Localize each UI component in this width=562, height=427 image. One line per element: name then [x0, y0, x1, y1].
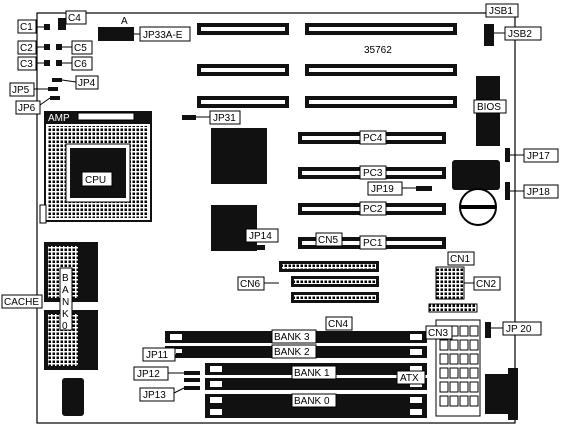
label-pc2: PC2: [359, 201, 387, 216]
svg-text:JP33A-E: JP33A-E: [143, 30, 183, 41]
chipset-north: [211, 128, 267, 184]
label-jp33-a: A: [121, 16, 128, 27]
label-bank0: BANK 0: [291, 393, 337, 408]
svg-text:BANK 1: BANK 1: [294, 368, 330, 379]
label-jp5: JP5: [9, 82, 48, 97]
svg-text:C4: C4: [68, 13, 81, 24]
label-jp33: JP33A-E: [134, 26, 191, 42]
label-bank2: BANK 2: [271, 344, 317, 359]
label-jp19: JP19: [367, 181, 416, 196]
svg-text:BANK 0: BANK 0: [294, 396, 330, 407]
label-pc3: PC3: [359, 165, 387, 180]
svg-text:A: A: [62, 285, 69, 296]
svg-text:B: B: [62, 273, 69, 284]
label-jp20: JP 20: [491, 321, 542, 336]
svg-text:CN1: CN1: [450, 254, 470, 265]
svg-text:BANK 2: BANK 2: [274, 347, 310, 358]
svg-text:JP14: JP14: [249, 231, 272, 242]
label-amp: AMP: [48, 113, 70, 124]
label-jp12: JP12: [133, 366, 184, 381]
svg-text:CN6: CN6: [240, 279, 260, 290]
label-jp18: JP18: [510, 184, 559, 199]
label-jp4: JP4: [61, 75, 99, 90]
svg-text:JP11: JP11: [146, 350, 168, 361]
svg-text:JP5: JP5: [12, 85, 30, 96]
label-jsb1: JSB1: [485, 3, 519, 18]
svg-text:JP12: JP12: [137, 369, 160, 380]
svg-text:BIOS: BIOS: [477, 102, 501, 113]
label-c4: C4: [65, 10, 87, 25]
svg-text:CN5: CN5: [318, 235, 338, 246]
svg-text:JP17: JP17: [527, 151, 550, 162]
label-c5: C5: [62, 40, 93, 55]
svg-text:CN2: CN2: [476, 279, 496, 290]
svg-text:C5: C5: [74, 43, 87, 54]
label-c6: C6: [62, 56, 93, 71]
svg-text:JP13: JP13: [143, 390, 166, 401]
label-bios: BIOS: [473, 99, 507, 114]
svg-text:N: N: [62, 297, 69, 308]
label-jp17: JP17: [510, 148, 559, 163]
svg-text:JP6: JP6: [18, 103, 36, 114]
ide-connectors: [279, 261, 379, 303]
svg-text:JP19: JP19: [371, 184, 394, 195]
chipset-south: [211, 205, 257, 251]
label-c2: C2: [17, 40, 44, 55]
label-jp14: JP14: [245, 228, 279, 243]
label-cn2: CN2: [464, 276, 501, 291]
label-bank3: BANK 3: [271, 329, 317, 344]
svg-text:CN3: CN3: [428, 328, 448, 339]
isa-slots: [197, 23, 457, 108]
label-jsb2: JSB2: [494, 26, 542, 41]
label-cache: CACHE: [1, 294, 43, 309]
svg-text:JP4: JP4: [78, 78, 96, 89]
svg-text:JP18: JP18: [527, 187, 550, 198]
svg-text:CPU: CPU: [85, 175, 106, 186]
svg-text:JSB1: JSB1: [489, 6, 513, 17]
label-cn4: CN4: [325, 316, 353, 331]
svg-text:JP 20: JP 20: [506, 324, 532, 335]
label-serial: 35762: [364, 45, 392, 56]
label-cn5: CN5: [315, 232, 343, 247]
svg-text:0: 0: [62, 321, 68, 332]
svg-text:PC4: PC4: [363, 133, 383, 144]
label-jp31: JP31: [196, 110, 241, 125]
svg-text:CN4: CN4: [328, 319, 348, 330]
label-pc1: PC1: [359, 235, 387, 250]
svg-text:C6: C6: [74, 59, 87, 70]
svg-text:PC3: PC3: [363, 168, 383, 179]
svg-text:BANK 3: BANK 3: [274, 332, 310, 343]
label-cn6: CN6: [237, 276, 279, 291]
label-cn3: CN3: [425, 325, 453, 340]
label-c1: C1: [17, 19, 44, 34]
label-pc4: PC4: [359, 130, 387, 145]
svg-text:PC1: PC1: [363, 238, 383, 249]
svg-text:K: K: [62, 309, 69, 320]
label-jp6: JP6: [15, 97, 51, 115]
cpu-socket: [39, 112, 152, 224]
label-jp13: JP13: [139, 387, 185, 402]
svg-text:JSB2: JSB2: [508, 29, 532, 40]
svg-text:PC2: PC2: [363, 204, 383, 215]
label-c3: C3: [17, 56, 44, 71]
label-jp11: JP11: [142, 347, 182, 362]
svg-text:CACHE: CACHE: [4, 297, 39, 308]
label-atx: ATX: [396, 370, 426, 385]
label-cpu: CPU: [81, 171, 113, 187]
svg-text:JP31: JP31: [213, 113, 236, 124]
svg-text:C1: C1: [20, 22, 33, 33]
svg-text:C2: C2: [20, 43, 33, 54]
label-cn1: CN1: [447, 251, 475, 266]
label-bank1: BANK 1: [291, 365, 337, 380]
svg-text:C3: C3: [20, 59, 33, 70]
svg-text:ATX: ATX: [400, 373, 419, 384]
